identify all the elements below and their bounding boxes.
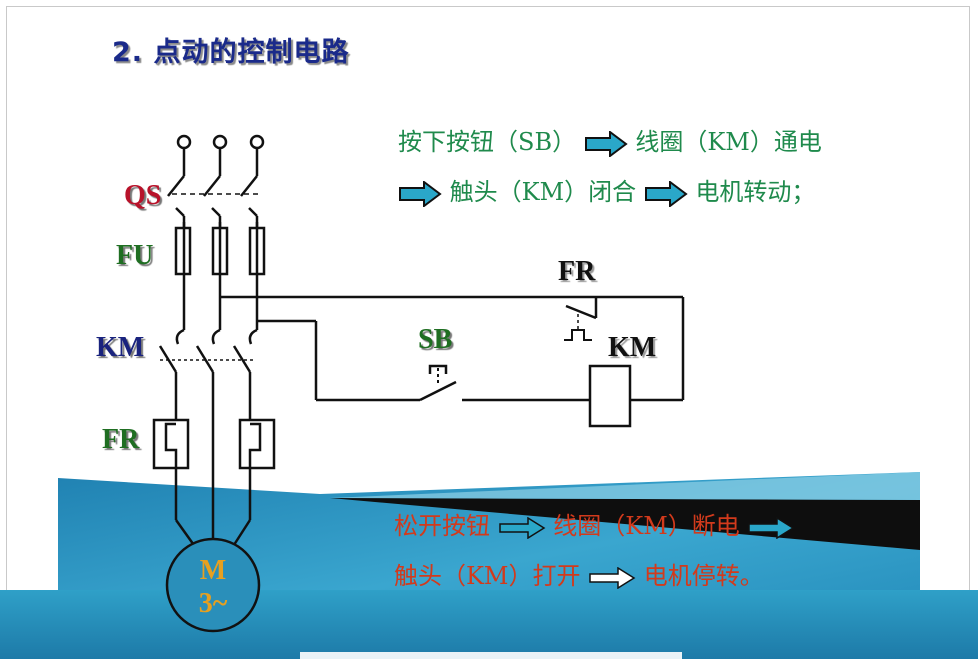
release-step-1: 松开按钮 — [394, 512, 490, 540]
press-line-2: 触头（KM）闭合 电机转动； — [398, 172, 815, 207]
arrow-right-icon — [584, 130, 628, 157]
arrow-right-icon — [399, 180, 442, 207]
arrow-right-icon — [644, 180, 688, 207]
label-fu: FU — [116, 240, 154, 271]
slide-title: 2. 点动的控制电路 — [112, 37, 350, 68]
control-circuit — [220, 295, 685, 428]
release-line-2: 触头（KM）打开 电机停转。 — [394, 556, 764, 591]
press-step-2: 线圈（KM）通电 — [635, 128, 822, 156]
press-step-1: 按下按钮（SB） — [398, 128, 577, 156]
label-km-coil: KM — [608, 332, 657, 363]
release-step-3: 触头（KM）打开 — [394, 562, 581, 590]
release-step-4: 电机停转。 — [643, 562, 764, 590]
arrow-right-icon — [498, 516, 546, 539]
press-step-3: 触头（KM）闭合 — [449, 178, 637, 206]
label-sb: SB — [418, 324, 453, 355]
release-line-1: 松开按钮 线圈（KM）断电 — [394, 506, 795, 541]
main-circuit — [152, 134, 276, 633]
motor-label-phase: 3~ — [198, 588, 228, 619]
arrow-right-icon — [589, 566, 636, 589]
label-km-main: KM — [96, 332, 145, 363]
press-line-1: 按下按钮（SB） 线圈（KM）通电 — [398, 122, 822, 157]
label-qs: QS — [124, 180, 162, 211]
motor-label-m: M — [199, 555, 227, 586]
label-fr-main: FR — [102, 424, 140, 455]
label-fr-ctrl: FR — [558, 256, 596, 287]
press-step-4: 电机转动； — [695, 178, 816, 206]
release-step-2: 线圈（KM）断电 — [553, 512, 740, 540]
arrow-right-icon — [748, 516, 795, 539]
